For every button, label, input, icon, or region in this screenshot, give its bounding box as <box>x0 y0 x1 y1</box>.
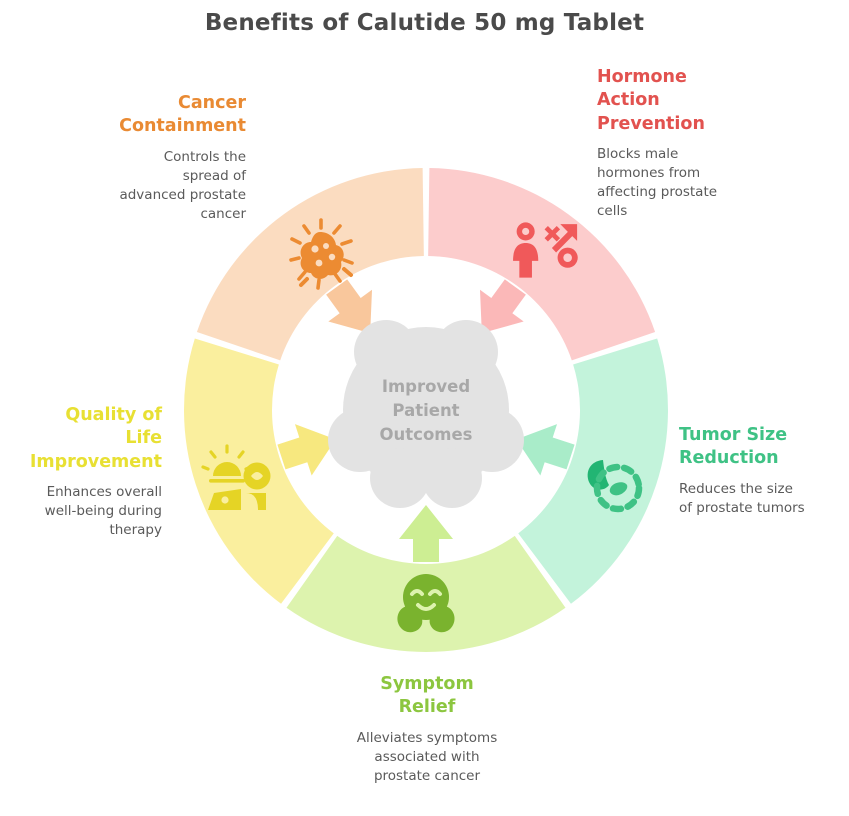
hub-circle <box>328 320 524 508</box>
hub-line-2: Patient <box>392 401 459 420</box>
heading-cancer-containment: Cancer Containment <box>119 93 246 137</box>
description-symptom-relief: Alleviates symptoms associated with pros… <box>356 729 498 784</box>
description-tumor-size-reduction: Reduces the size of prostate tumors <box>679 480 805 516</box>
description-quality-of-life-improvement: Enhances overall well-being during thera… <box>44 483 162 539</box>
description-hormone-action-prevention: Blocks male hormones from affecting pros… <box>597 145 718 220</box>
heading-symptom-relief: Symptom Relief <box>380 674 474 718</box>
segment-hormone-action-prevention[interactable] <box>428 168 656 361</box>
arrow-tumor-size-reduction <box>516 424 575 476</box>
heading-tumor-size-reduction: Tumor Size Reduction <box>679 425 788 469</box>
label-symptom-relief: Symptom Relief Alleviates symptoms assoc… <box>322 673 532 786</box>
label-cancer-containment: Cancer Containment Controls the spread o… <box>48 92 246 224</box>
heading-hormone-action-prevention: Hormone Action Prevention <box>597 67 705 134</box>
person-percent-arrow-icon <box>513 222 578 278</box>
hub-line-3: Outcomes <box>380 425 473 444</box>
label-hormone-action-prevention: Hormone Action Prevention Blocks male ho… <box>597 66 797 221</box>
hub-line-1: Improved <box>382 377 470 396</box>
heading-quality-of-life-improvement: Quality of Life Improvement <box>29 405 162 472</box>
label-quality-of-life-improvement: Quality of Life Improvement Enhances ove… <box>0 404 162 540</box>
arrow-symptom-relief <box>399 505 453 562</box>
label-tumor-size-reduction: Tumor Size Reduction Reduces the size of… <box>679 424 849 518</box>
leaf-dashed-circle-icon <box>587 460 643 513</box>
description-cancer-containment: Controls the spread of advanced prostate… <box>119 148 246 222</box>
page-title: Benefits of Calutide 50 mg Tablet <box>204 10 645 36</box>
relieved-face-hands-icon <box>397 574 455 633</box>
cancer-cell-burst-icon <box>289 218 354 290</box>
arrow-hormone-action-prevention <box>479 279 526 334</box>
arrow-cancer-containment <box>326 279 373 334</box>
arrow-quality-of-life-improvement <box>277 424 336 476</box>
sunrise-person-icon <box>201 444 271 510</box>
